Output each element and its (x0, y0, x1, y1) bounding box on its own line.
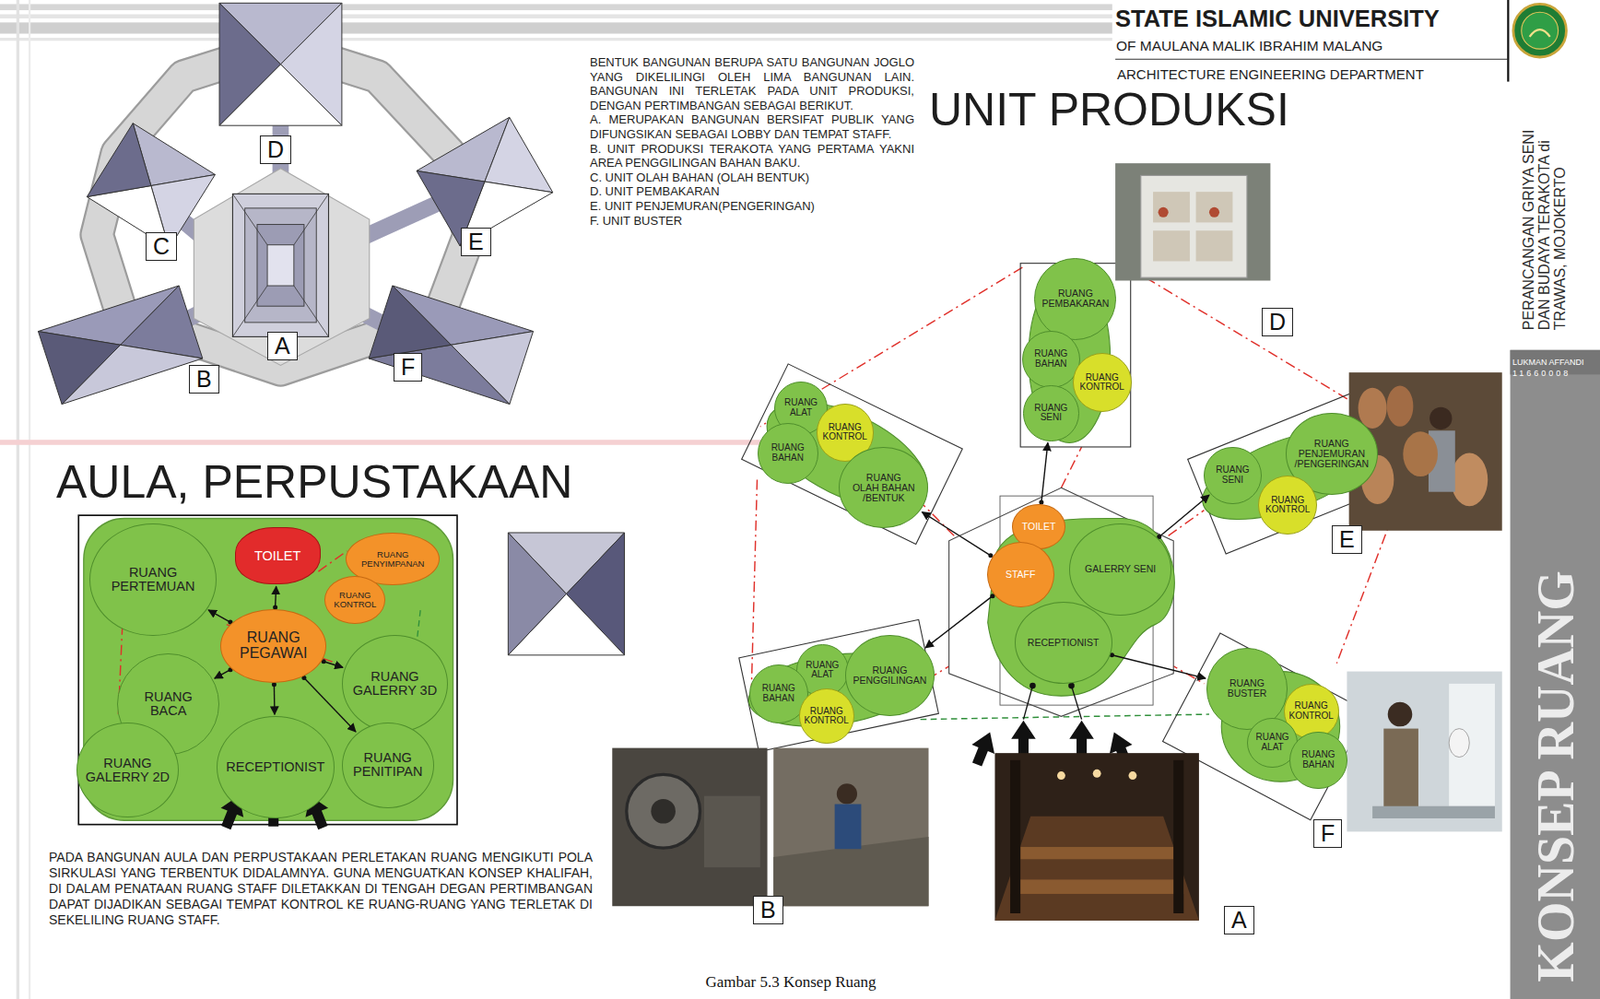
room-name: RUANG PENITIPAN (347, 751, 428, 779)
note-text: D. UNIT PEMBAKARAN (589, 184, 915, 200)
board-text: PERANCANGAN GRIYA SENI DAN BUDAYA TERAKO… (1521, 108, 1568, 330)
room-name: RUANG BAHAN (1025, 349, 1077, 369)
connector-dot (271, 682, 277, 687)
callout-letter: B (752, 895, 784, 925)
room-bubble: RECEPTIONIST (216, 716, 335, 819)
note-text: C. UNIT OLAH BAHAN (OLAH BENTUK) (589, 170, 915, 186)
room-name: RUANG BUSTER (1220, 678, 1274, 699)
room-bubble: STAFF (987, 541, 1055, 608)
callout-letter: F (393, 352, 423, 382)
room-bubble: RUANG OLAH BAHAN /BENTUK (838, 447, 929, 530)
callout-letter: A (1223, 905, 1255, 935)
note-text: A. MERUPAKAN BANGUNAN BERSIFAT PUBLIK YA… (589, 112, 915, 142)
callout-letter: D (259, 135, 292, 165)
note-text: F. UNIT BUSTER (589, 213, 915, 229)
room-bubble: RUANG BAHAN (757, 423, 819, 484)
room-name: RUANG BAHAN (762, 443, 813, 463)
callout-letter: C (145, 232, 177, 261)
circulation-arrow (1111, 655, 1206, 679)
note-text: B. UNIT PRODUKSI TERAKOTA YANG PERTAMA Y… (589, 141, 915, 171)
circulation-arrow (323, 661, 343, 668)
figure-caption: Gambar 5.3 Konsep Ruang (560, 973, 1022, 992)
room-name: RUANG ALAT (776, 398, 827, 418)
room-name: RUANG OLAH BAHAN /BENTUK (851, 472, 916, 504)
board-text: STATE ISLAMIC UNIVERSITY (1115, 5, 1440, 33)
room-name: RUANG PENJEMURAN /PENGERINGAN (1293, 438, 1371, 470)
board-text: LUKMAN AFFANDI (1512, 357, 1585, 367)
room-name: RUANG PENGGILINGAN (850, 665, 929, 686)
callout-letter: E (1331, 525, 1363, 554)
room-bubble: RUANG KONTROL (324, 576, 386, 624)
room-name: RUANG PEGAWAI (233, 630, 315, 662)
text-column: BENTUK BANGUNAN BERUPA SATU BANGUNAN JOG… (589, 55, 915, 228)
circulation-arrow (275, 586, 277, 608)
room-bubble: RUANG PEGAWAI (220, 609, 327, 683)
circulation-arrow (925, 596, 993, 648)
room-bubble: RUANG GALERRY 2D (76, 722, 178, 818)
board-text: KONSEP RUANG (1529, 568, 1584, 984)
room-bubble: RECEPTIONIST (1014, 601, 1113, 684)
room-bubble: RUANG BAHAN (1022, 330, 1080, 389)
room-name: RUANG KONTROL (1076, 373, 1128, 393)
callout-letter: E (460, 227, 492, 257)
room-name: RUANG PENYIMPANAN (360, 550, 426, 569)
callout-letter: A (267, 331, 298, 361)
board-text: AULA, PERPUSTAKAAN (56, 455, 573, 509)
callout-letter: B (188, 364, 220, 394)
note-text: E. UNIT PENJEMURAN(PENGERINGAN) (589, 199, 915, 214)
board-text: 11660008 (1512, 368, 1571, 378)
room-bubble: RUANG GALERRY 3D (341, 635, 448, 733)
circulation-arrow (214, 670, 231, 679)
room-name: RUANG SENI (1025, 403, 1077, 424)
circulation-arrow (1041, 442, 1048, 503)
room-bubble: RUANG KONTROL (1072, 352, 1132, 412)
room-name: RUANG KONTROL (819, 423, 871, 443)
room-bubble: RUANG PEMBAKARAN (1034, 258, 1117, 341)
room-name: RUANG GALERRY 2D (81, 756, 176, 785)
board-text: ARCHITECTURE ENGINEERING DEPARTMENT (1117, 66, 1424, 83)
room-bubble: GALERRY SENI (1069, 523, 1172, 616)
room-bubble: RUANG SENI (1023, 385, 1079, 441)
room-name: STAFF (1005, 569, 1036, 580)
room-bubble: RUANG KONTROL (1258, 475, 1318, 535)
room-name: RUANG KONTROL (1285, 701, 1337, 721)
circulation-arrow (208, 610, 231, 623)
room-name: RUANG BACA (134, 690, 202, 718)
room-name: RUANG PEMBAKARAN (1039, 288, 1113, 309)
room-name: RUANG KONTROL (330, 590, 379, 610)
room-bubble: RUANG PENGGILINGAN (845, 635, 935, 718)
room-name: RUANG BAHAN (1293, 750, 1344, 770)
room-name: RUANG ALAT (797, 660, 848, 681)
board-text: OF MAULANA MALIK IBRAHIM MALANG (1116, 37, 1383, 55)
circulation-arrow (273, 684, 276, 716)
room-bubble: RUANG KONTROL (799, 688, 855, 744)
room-name: RECEPTIONIST (1027, 637, 1100, 648)
room-bubble: TOILET (235, 527, 321, 585)
room-name: RUANG BAHAN (752, 683, 804, 704)
circulation-arrow (921, 512, 990, 556)
room-name: RUANG SENI (1207, 465, 1259, 485)
note-text: BENTUK BANGUNAN BERUPA SATU BANGUNAN JOG… (589, 55, 915, 113)
room-name: RECEPTIONIST (225, 760, 325, 775)
room-bubble: RUANG PERTEMUAN (89, 523, 216, 636)
room-name: RUANG KONTROL (800, 706, 852, 727)
board-text: PADA BANGUNAN AULA DAN PERPUSTAKAAN PERL… (48, 849, 593, 929)
room-bubble: RUANG BAHAN (1289, 731, 1347, 789)
callout-letter: D (1261, 307, 1294, 337)
circulation-arrow (1159, 494, 1210, 537)
room-name: RUANG PERTEMUAN (105, 565, 200, 594)
sheet-title: UNIT PRODUKSI (929, 82, 1290, 137)
room-name: RUANG ALAT (1247, 732, 1296, 753)
room-name: RUANG GALERRY 3D (348, 670, 443, 698)
room-name: GALERRY SENI (1084, 564, 1156, 575)
room-name: TOILET (254, 549, 302, 564)
room-name: RUANG KONTROL (1262, 495, 1314, 516)
room-name: TOILET (1022, 521, 1057, 532)
room-bubble: RUANG PENITIPAN (341, 722, 435, 809)
room-bubble: RUANG SENI (1203, 447, 1261, 505)
callout-letter: F (1313, 819, 1342, 848)
